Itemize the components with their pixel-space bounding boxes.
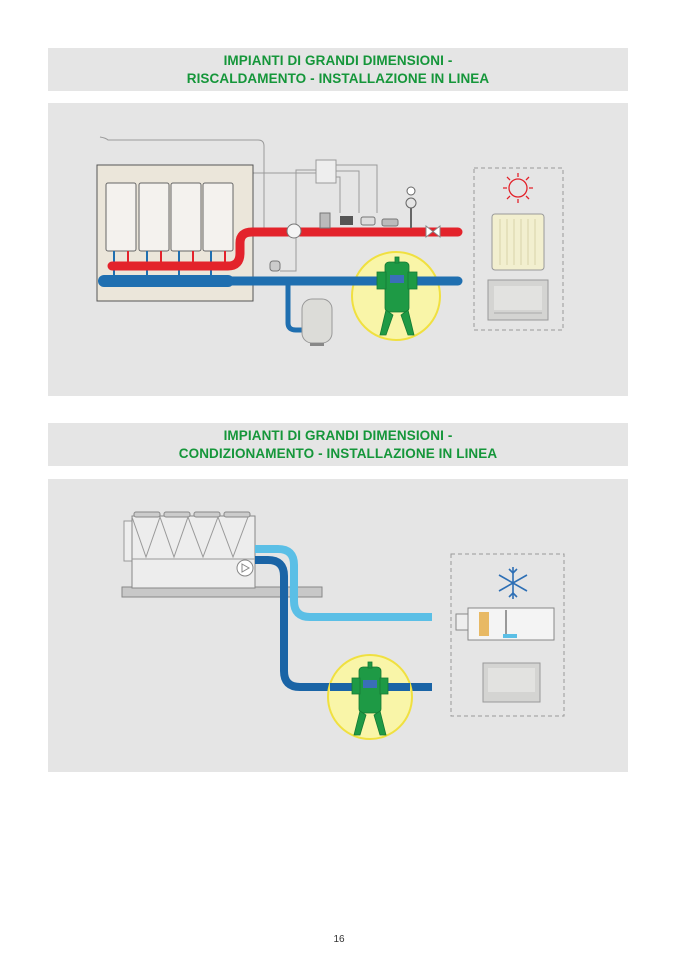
section-title-line2: RISCALDAMENTO - INSTALLAZIONE IN LINEA	[186, 70, 490, 86]
chilled-supply-pipe	[255, 545, 432, 621]
section-header-cooling: IMPIANTI DI GRANDI DIMENSIONI - CONDIZIO…	[48, 423, 628, 466]
heating-diagram	[48, 103, 628, 396]
control-wiring	[99, 136, 378, 272]
snowflake-icon	[498, 567, 528, 599]
dirt-separator-icon	[351, 661, 389, 736]
limit-switch-icon	[381, 218, 399, 227]
section-title-line2: CONDIZIONAMENTO - INSTALLAZIONE IN LINEA	[178, 445, 498, 461]
section-title-line1: IMPIANTI DI GRANDI DIMENSIONI -	[223, 52, 453, 68]
pressure-switch-icon	[340, 216, 353, 225]
radiator-icon	[491, 213, 545, 271]
air-handling-unit-icon	[455, 607, 555, 641]
section-title-line1: IMPIANTI DI GRANDI DIMENSIONI -	[223, 427, 453, 443]
hot-flow-pipe	[107, 227, 463, 271]
fan-coil-icon	[482, 662, 541, 703]
thermometer-icon	[286, 223, 302, 239]
terminal-units-box	[450, 553, 565, 717]
expansion-tank-icon	[301, 298, 333, 346]
boilers	[105, 182, 234, 252]
shutoff-valve-icon	[425, 224, 441, 239]
pressure-gauge-icon	[406, 186, 416, 196]
fan-coil-icon	[487, 279, 549, 321]
chilled-return-pipe	[255, 556, 432, 691]
chiller-icon	[123, 511, 256, 589]
page-number: 16	[333, 934, 345, 945]
safety-valve-icon	[319, 212, 331, 229]
pump-icon	[236, 559, 254, 577]
dirt-separator-icon	[376, 256, 418, 336]
sun-icon	[503, 173, 533, 203]
section-header-heating: IMPIANTI DI GRANDI DIMENSIONI - RISCALDA…	[48, 48, 628, 91]
thermostat-icon	[360, 216, 376, 226]
terminal-units-box	[473, 167, 564, 331]
cooling-diagram	[48, 479, 628, 772]
air-vent-icon	[269, 260, 281, 272]
expansion-pipe	[285, 281, 304, 333]
